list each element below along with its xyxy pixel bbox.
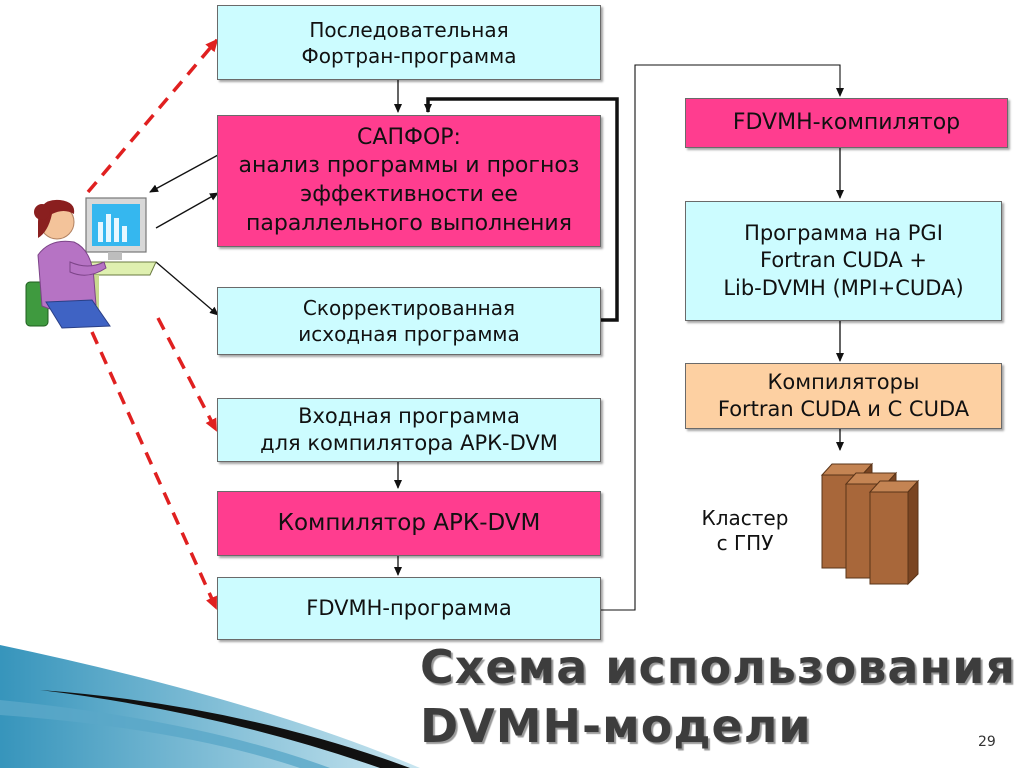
pgi-program-box: Программа на PGI Fortran CUDA + Lib-DVMH… [685,201,1002,321]
arrow-user-to-sapfor [155,192,219,229]
slide-title: Схема использования DVMH-модели [420,640,1016,753]
compilers-label: Компиляторы Fortran CUDA и C CUDA [717,369,970,421]
dashed-arrow-to-fdvmh [90,331,218,610]
sapfor-box: САПФОР: анализ программы и прогноз эффек… [217,115,601,247]
input-program-box: Входная программа для компилятора АРК-DV… [217,398,601,462]
cluster-tower [868,479,920,586]
corrected-program-label: Скорректированная исходная программа [298,296,520,346]
ark-dvm-compiler-label: Компилятор АРК-DVM [277,509,541,536]
arrow-feedback-loop [424,97,619,322]
fdvmh-program-box: FDVMH-программа [217,577,601,640]
cluster-label: Кластер с ГПУ [701,506,789,555]
user-at-computer-icon [25,197,157,329]
sapfor-label: САПФОР: анализ программы и прогноз эффек… [238,124,580,236]
ark-dvm-compiler-box: Компилятор АРК-DVM [217,491,601,556]
page-number: 29 [978,734,996,750]
fdvmh-program-label: FDVMH-программа [306,595,512,620]
decorative-swoosh [0,645,420,768]
sequential-program-label: Последовательная Фортран-программа [301,17,517,68]
dashed-arrow-to-sequential [86,38,219,194]
arrow-fdvmh-to-compiler [601,64,844,611]
arrow-sapfor-to-user [149,154,219,193]
input-program-label: Входная программа для компилятора АРК-DV… [260,403,558,455]
fdvmh-compiler-label: FDVMH-компилятор [732,109,961,135]
arrow-user-to-corrected [155,261,219,316]
compilers-box: Компиляторы Fortran CUDA и C CUDA [685,363,1002,429]
fdvmh-compiler-box: FDVMH-компилятор [685,98,1008,148]
corrected-program-box: Скорректированная исходная программа [217,287,601,355]
gpu-cluster-icon [820,462,920,586]
pgi-program-label: Программа на PGI Fortran CUDA + Lib-DVMH… [723,221,964,300]
sequential-program-box: Последовательная Фортран-программа [217,5,601,80]
dashed-arrow-to-input [156,317,218,432]
